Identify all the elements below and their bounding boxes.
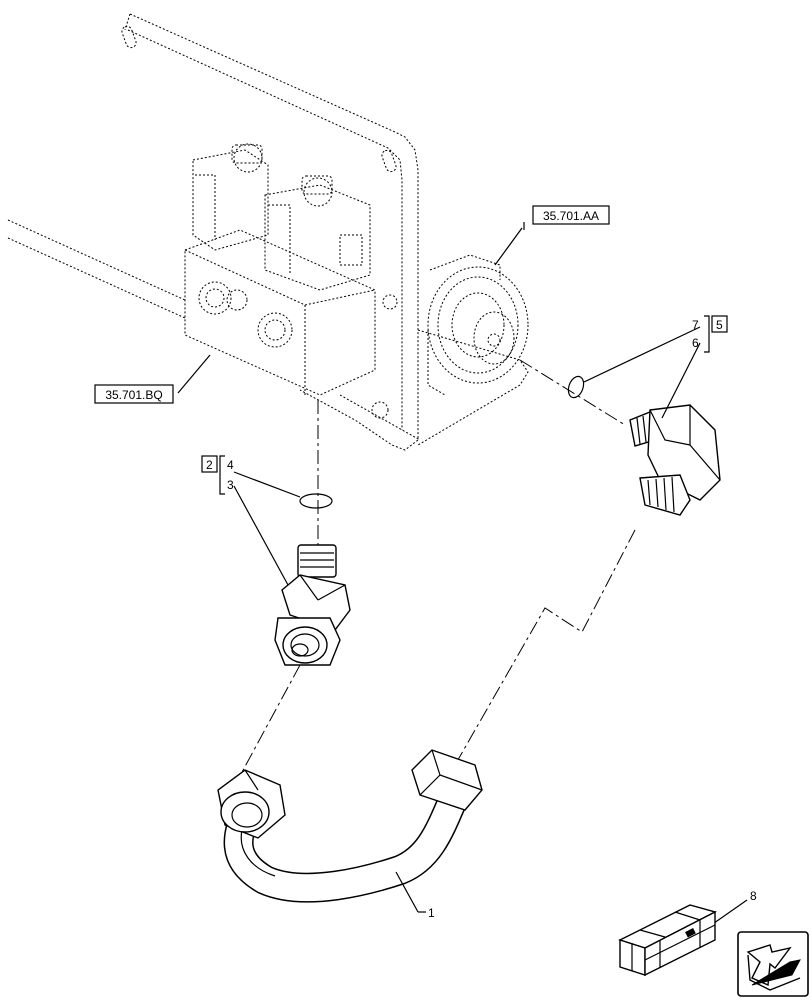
o-ring-item-7 (567, 375, 585, 399)
reference-box-aa[interactable]: 35.701.AA (532, 205, 610, 225)
reference-label-aa[interactable]: 35.701.AA (543, 209, 599, 223)
assembly-centerlines (234, 359, 636, 786)
callout-1: 1 (428, 906, 435, 920)
callout-bracket-2 (201, 455, 225, 495)
next-page-arrow-icon[interactable] (737, 931, 809, 997)
hydraulic-pipe-item-1 (217, 749, 483, 903)
callout-6: 6 (692, 336, 699, 350)
o-ring-item-4 (299, 493, 333, 509)
callout-7: 7 (692, 318, 699, 332)
reference-box-bq[interactable]: 35.701.BQ (94, 384, 174, 404)
callout-3: 3 (227, 478, 234, 492)
valve-block (184, 143, 376, 396)
callout-5: 5 (716, 318, 723, 332)
reference-label-bq[interactable]: 35.701.BQ (105, 388, 162, 402)
callout-2: 2 (206, 458, 213, 472)
callout-4: 4 (227, 458, 234, 472)
callout-bracket-5 (704, 315, 728, 353)
parts-crate-icon (618, 904, 717, 977)
callout-8: 8 (750, 889, 757, 903)
elbow-adapter-item-3 (274, 544, 351, 666)
leader-lines (177, 222, 748, 929)
elbow-adapter-item-6 (629, 404, 721, 516)
mounting-plate (7, 13, 529, 451)
callout-numbers: 2 4 3 5 7 6 1 8 (206, 318, 757, 920)
hydraulic-pump (427, 254, 529, 396)
